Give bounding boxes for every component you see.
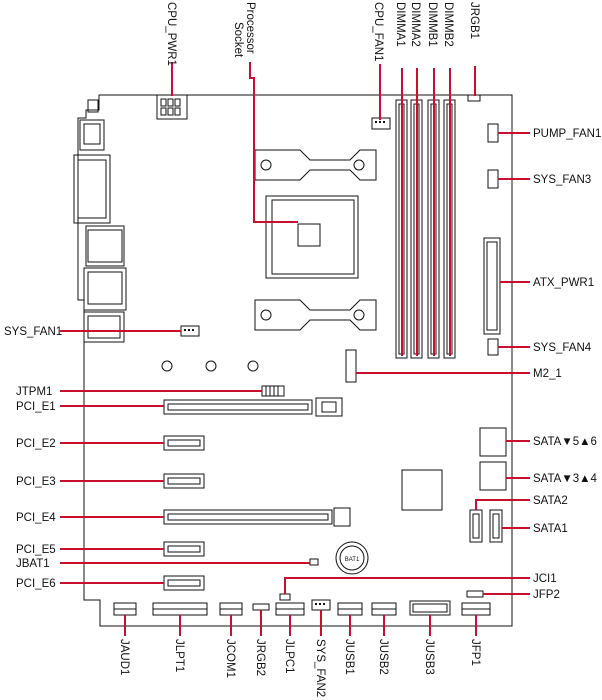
label-processor-line2: Socket	[232, 22, 244, 58]
label-pump-fan1: PUMP_FAN1	[533, 128, 601, 140]
jlpc1-header	[275, 602, 305, 616]
label-pci-e1: PCI_E1	[16, 401, 56, 413]
jtpm1-header	[261, 385, 285, 397]
label-jlpt1: JLPT1	[173, 639, 185, 672]
jfp1-header	[461, 602, 491, 616]
jrgb2-header	[252, 603, 270, 611]
leader-processor-socket	[249, 62, 298, 223]
label-m2-1: M2_1	[533, 368, 562, 380]
cpu-retention-bracket-bottom	[254, 299, 377, 331]
label-jaud1: JAUD1	[118, 639, 130, 675]
label-jusb3: JUSB3	[423, 639, 435, 675]
label-pci-e2: PCI_E2	[16, 438, 56, 450]
label-sata34: SATA▼3▲4	[533, 473, 597, 485]
jfp2-header	[466, 590, 484, 598]
label-dimma2: DIMMA2	[409, 2, 421, 47]
dimm-slots	[395, 99, 456, 359]
label-dimmb2: DIMMB2	[442, 2, 454, 47]
bottom-labels: JAUD1 JLPT1 JCOM1 JRGB2 JLPC1 SYS_FAN2 J…	[118, 639, 481, 697]
label-jtpm1: JTPM1	[16, 386, 52, 398]
label-atx-pwr1: ATX_PWR1	[533, 277, 594, 289]
jbat1-header	[309, 558, 319, 566]
label-jcom1: JCOM1	[224, 639, 236, 678]
label-sys-fan1: SYS_FAN1	[4, 326, 62, 338]
rear-io-panel	[73, 99, 127, 343]
pci-e4-slot	[163, 507, 351, 527]
jusb3-header	[409, 600, 451, 616]
label-sata56: SATA▼5▲6	[533, 436, 597, 448]
bat1-battery: BAT1	[335, 541, 369, 575]
left-labels: SYS_FAN1 JTPM1 PCI_E1 PCI_E2 PCI_E3 PCI_…	[4, 326, 62, 590]
bat1-text: BAT1	[345, 557, 360, 563]
m2-1-slot	[345, 349, 357, 383]
leader-jci1	[284, 577, 530, 594]
jusb1-header	[337, 602, 363, 616]
leader-sata2	[475, 499, 530, 510]
pump-fan1-header	[487, 123, 499, 143]
jaud1-header	[113, 602, 137, 616]
processor-socket	[265, 195, 359, 279]
jci1-header	[279, 593, 291, 601]
label-pci-e6: PCI_E6	[16, 578, 56, 590]
label-jusb1: JUSB1	[343, 639, 355, 675]
label-sys-fan4: SYS_FAN4	[533, 342, 592, 354]
pci-e1-slot	[163, 397, 343, 417]
label-jfp1: JFP1	[469, 639, 481, 666]
right-labels: PUMP_FAN1 SYS_FAN3 ATX_PWR1 SYS_FAN4 M2_…	[533, 128, 601, 601]
label-jusb2: JUSB2	[377, 639, 389, 675]
label-jrgb1: JRGB1	[468, 2, 480, 39]
leader-lines	[60, 62, 530, 636]
label-jrgb2: JRGB2	[254, 639, 266, 676]
label-dimma1: DIMMA1	[394, 2, 406, 47]
pci-e6-slot	[163, 575, 205, 591]
jcom1-header	[219, 602, 243, 616]
label-pci-e3: PCI_E3	[16, 476, 56, 488]
pci-e2-slot	[163, 435, 205, 451]
label-jfp2: JFP2	[533, 589, 560, 601]
label-sata1: SATA1	[533, 523, 568, 535]
pci-e3-slot	[163, 473, 205, 489]
label-sata2: SATA2	[533, 495, 568, 507]
label-cpu-pwr1: CPU_PWR1	[165, 2, 177, 66]
mounting-holes	[161, 360, 259, 372]
label-pci-e5: PCI_E5	[16, 544, 56, 556]
label-jbat1: JBAT1	[16, 558, 50, 570]
cpu-retention-bracket-top	[254, 149, 377, 181]
sys-fan4-header	[487, 338, 499, 356]
sata2-connector	[469, 509, 483, 543]
label-processor-line1: Processor	[244, 2, 256, 54]
label-dimmb1: DIMMB1	[426, 2, 438, 47]
cpu-pwr1-connector	[156, 94, 188, 120]
label-jci1: JCI1	[533, 573, 557, 585]
sata1-connector	[489, 509, 503, 543]
pci-e5-slot	[163, 541, 205, 557]
sata34-connector	[479, 461, 507, 491]
label-pci-e4: PCI_E4	[16, 512, 56, 524]
top-labels: CPU_PWR1 Processor Socket CPU_FAN1 DIMMA…	[165, 2, 480, 66]
sys-fan2-header	[311, 599, 331, 611]
atx-pwr1-connector	[483, 237, 501, 335]
chipset	[401, 469, 443, 511]
sys-fan1-header	[180, 325, 200, 337]
label-sys-fan3: SYS_FAN3	[533, 174, 591, 186]
label-sys-fan2: SYS_FAN2	[314, 639, 326, 697]
sys-fan3-header	[487, 169, 499, 189]
jlpt1-header	[152, 602, 208, 616]
sata56-connector	[479, 427, 507, 457]
label-jlpc1: JLPC1	[283, 639, 295, 674]
jusb2-header	[371, 602, 397, 616]
label-cpu-fan1: CPU_FAN1	[372, 2, 384, 61]
